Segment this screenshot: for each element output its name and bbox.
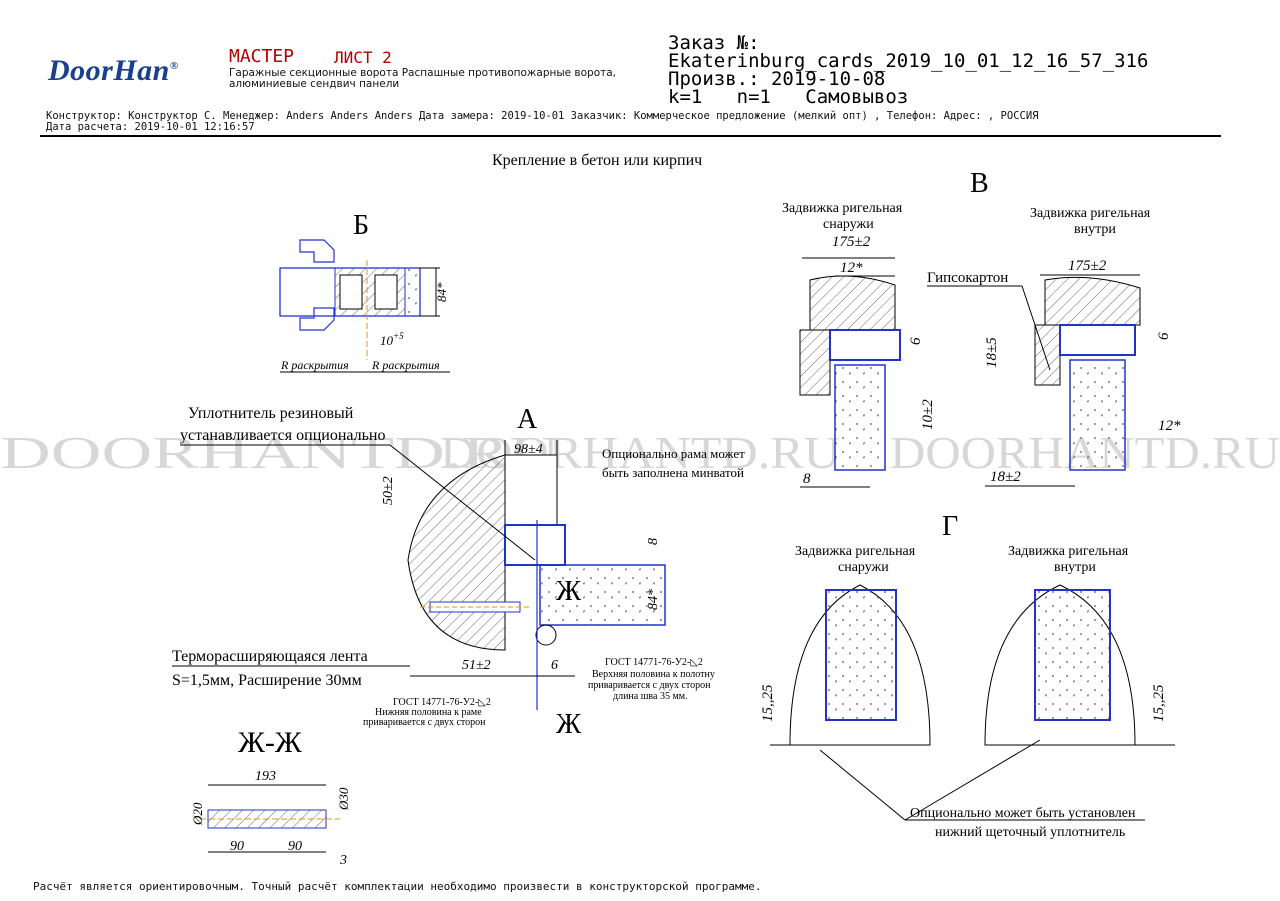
g-right-caption-2: внутри: [1054, 560, 1096, 575]
v-dim-10: 10±2: [920, 399, 936, 430]
brush-note-1: Опционально может быть установлен: [910, 806, 1136, 821]
v-left-caption-1: Задвижка ригельная: [782, 201, 903, 216]
watermark: DOORHANTD.RU: [0, 427, 560, 478]
option-frame-2: быть заполнена минватой: [602, 465, 744, 480]
r-label-left: R раскрытия: [280, 358, 349, 372]
tape-label-1: Терморасширяющаяся лента: [172, 648, 368, 665]
v-left-caption-2: снаружи: [823, 217, 874, 232]
g-dim-right: 15,,25: [1151, 684, 1167, 722]
option-frame-1: Опционально рама может: [602, 446, 745, 461]
gost-upper-1: ГОСТ 14771-76-У2-◺2: [605, 657, 703, 668]
footer-note: Расчёт является ориентировочным. Точный …: [33, 880, 762, 893]
gost-lower-3: приваривается с двух сторон: [363, 717, 486, 728]
section-zh-title: Ж-Ж: [238, 726, 302, 759]
view-v-title: В: [970, 168, 989, 199]
section-zh: Ж-Ж 193 Ø20 Ø30 90 90 3: [190, 726, 351, 868]
seal-label-1: Уплотнитель резиновый: [188, 405, 354, 422]
view-b: Б 84* 10+5 R раскрытия R раскрытия: [279, 210, 450, 373]
v-dim-18-5: 18±5: [984, 337, 1000, 368]
zh-mark-bottom: Ж: [556, 709, 582, 740]
kn-line: k=1 n=1 Самовывоз: [668, 86, 909, 108]
dim-d30: Ø30: [336, 787, 351, 811]
gost-lower-2: Нижняя половина к раме: [375, 707, 482, 718]
view-a-title: А: [517, 404, 538, 435]
v-dim-6-right: 6: [1156, 332, 1172, 340]
dim-98: 98±4: [514, 442, 543, 457]
info-line: Конструктор: Конструктор С. Менеджер: An…: [46, 110, 1039, 122]
production-date: Произв.: 2019-10-08: [668, 68, 886, 90]
dim-84-a: 84*: [646, 589, 661, 610]
view-b-title: Б: [353, 210, 369, 241]
dim-10: 10+5: [380, 331, 404, 348]
master-label: МАСТЕР: [229, 46, 295, 67]
dim-51: 51±2: [462, 658, 491, 673]
gypsum-label: Гипсокартон: [927, 270, 1008, 286]
v-dim-175-left: 175±2: [832, 234, 871, 250]
r-label-right: R раскрытия: [371, 358, 440, 372]
v-dim-12-left: 12*: [840, 260, 863, 276]
sheet-label: ЛИСТ 2: [334, 48, 392, 67]
view-a: А Уплотнитель резиновый устанавливается …: [172, 404, 745, 740]
g-left-caption-2: снаружи: [838, 560, 889, 575]
v-dim-12-right: 12*: [1158, 418, 1181, 434]
g-right-caption-1: Задвижка ригельная: [1008, 544, 1129, 559]
v-right-caption-1: Задвижка ригельная: [1030, 206, 1151, 221]
dim-8: 8: [646, 538, 661, 545]
tape-label-2: S=1,5мм, Расширение 30мм: [172, 672, 362, 689]
gost-lower-1: ГОСТ 14771-76-У2-◺2: [393, 697, 491, 708]
dim-50: 50±2: [381, 476, 396, 505]
doorhan-logo: DoorHan®: [48, 54, 179, 87]
dim-90b: 90: [288, 839, 302, 854]
view-v: В Задвижка ригельная снаружи Задвижка ри…: [782, 168, 1181, 488]
v-dim-18-2: 18±2: [990, 469, 1021, 485]
v-right-caption-2: внутри: [1074, 222, 1116, 237]
gost-upper-4: длина шва 35 мм.: [613, 691, 688, 702]
dim-90a: 90: [230, 839, 244, 854]
seal-label-2: устанавливается опционально: [180, 427, 385, 444]
view-g-title: Г: [942, 511, 958, 542]
calc-date: Дата расчета: 2019-10-01 12:16:57: [46, 121, 255, 133]
v-dim-6-left: 6: [908, 337, 924, 345]
product-list: Гаражные секционные ворота Распашные про…: [229, 67, 617, 90]
dim-d20: Ø20: [190, 802, 205, 826]
dim-84: 84*: [434, 282, 449, 302]
v-dim-175-right: 175±2: [1068, 258, 1107, 274]
gost-upper-3: приваривается с двух сторон: [588, 680, 711, 691]
g-dim-left: 15,,25: [760, 684, 776, 722]
brush-note-2: нижний щеточный уплотнитель: [935, 825, 1125, 840]
dim-3: 3: [339, 853, 347, 868]
gost-upper-2: Верхняя половина к полотну: [592, 669, 715, 680]
header-divider: [40, 135, 1221, 137]
g-left-caption-1: Задвижка ригельная: [795, 544, 916, 559]
zh-mark-top: Ж: [556, 576, 582, 607]
main-title: Крепление в бетон или кирпич: [492, 152, 702, 169]
order-label: Заказ №:: [668, 32, 760, 54]
dim-6: 6: [551, 658, 558, 673]
order-id: Ekaterinburg_cards_2019_10_01_12_16_57_3…: [668, 50, 1149, 72]
view-g: Г Задвижка ригельная снаружи Задвижка ри…: [760, 511, 1175, 840]
dim-193: 193: [255, 769, 276, 784]
v-dim-8: 8: [803, 471, 811, 487]
